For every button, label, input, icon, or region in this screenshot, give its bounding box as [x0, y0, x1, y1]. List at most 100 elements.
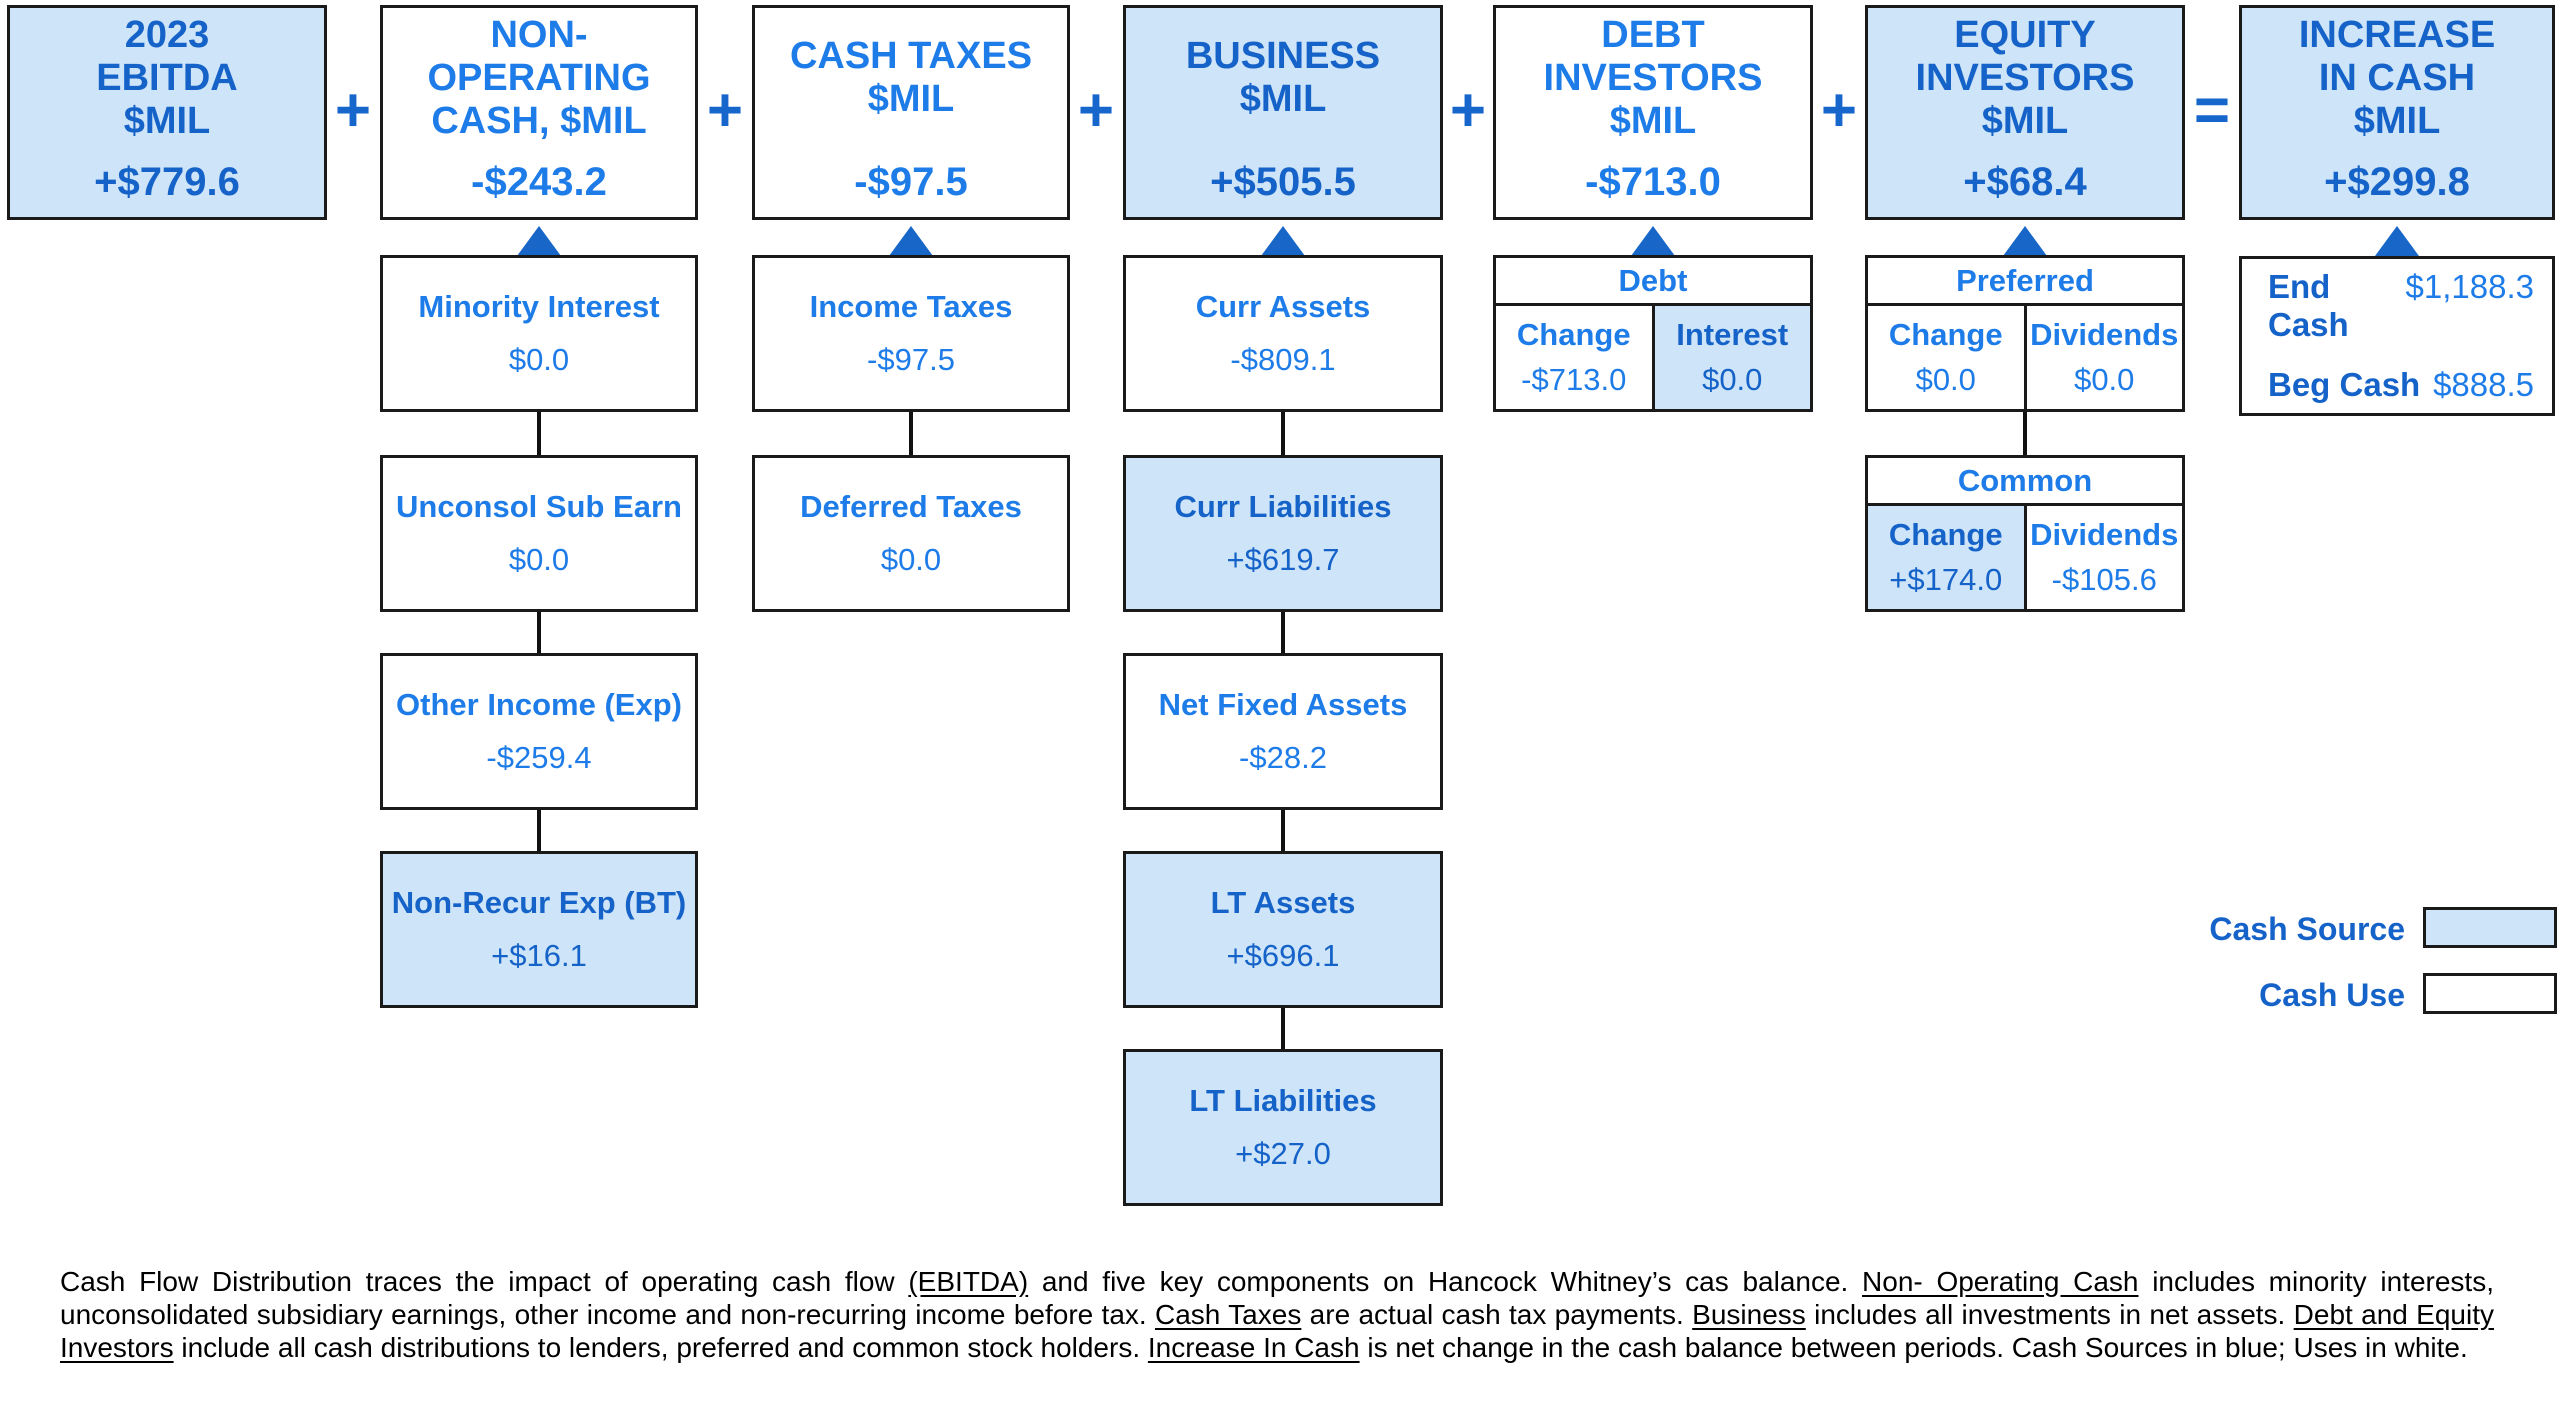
non-operating-cash-box: NON- OPERATING CASH, $MIL -$243.2 — [380, 5, 698, 220]
debt-change-label: Change — [1516, 317, 1631, 352]
preferred-dividends-label: Dividends — [2030, 317, 2179, 352]
equals-operator: = — [2193, 76, 2231, 145]
non-operating-cash-value: -$243.2 — [471, 160, 607, 204]
ebitda-title: 2023 EBITDA $MIL — [96, 13, 238, 142]
common-change-cell: Change +$174.0 — [1868, 506, 2027, 609]
end-cash-row: End Cash $1,188.3 — [2268, 268, 2534, 344]
cash-taxes-value: -$97.5 — [854, 160, 968, 204]
equity-investors-box: EQUITY INVESTORS $MIL +$68.4 — [1865, 5, 2185, 220]
net-fixed-assets-label: Net Fixed Assets — [1158, 687, 1408, 722]
lt-liabilities-label: LT Liabilities — [1189, 1083, 1377, 1118]
connector-line — [2023, 412, 2027, 455]
lt-liabilities-box: LT Liabilities +$27.0 — [1123, 1049, 1443, 1206]
preferred-dividends-value: $0.0 — [2074, 362, 2135, 397]
plus-operator-3: + — [1077, 76, 1115, 145]
connector-line — [1281, 412, 1285, 455]
connector-line — [1281, 612, 1285, 653]
beg-cash-row: Beg Cash $888.5 — [2268, 366, 2534, 404]
non-recur-exp-box: Non-Recur Exp (BT) +$16.1 — [380, 851, 698, 1008]
preferred-change-cell: Change $0.0 — [1868, 306, 2027, 409]
curr-liabilities-value: +$619.7 — [1226, 542, 1340, 577]
increase-in-cash-value: +$299.8 — [2324, 160, 2470, 204]
arrow-up-icon — [2375, 226, 2419, 256]
lt-assets-value: +$696.1 — [1226, 938, 1340, 973]
arrow-up-icon — [2003, 226, 2047, 256]
legend-cash-use-swatch — [2423, 973, 2557, 1014]
common-dividends-value: -$105.6 — [2051, 562, 2157, 597]
arrow-up-icon — [1261, 226, 1305, 256]
common-table-header: Common — [1868, 458, 2182, 506]
common-change-value: +$174.0 — [1889, 562, 2003, 597]
curr-assets-box: Curr Assets -$809.1 — [1123, 255, 1443, 412]
other-income-box: Other Income (Exp) -$259.4 — [380, 653, 698, 810]
cash-balance-box: End Cash $1,188.3 Beg Cash $888.5 — [2239, 256, 2555, 416]
legend-cash-source-label: Cash Source — [2209, 911, 2405, 947]
minority-interest-box: Minority Interest $0.0 — [380, 255, 698, 412]
beg-cash-value: $888.5 — [2433, 366, 2534, 403]
other-income-label: Other Income (Exp) — [396, 687, 682, 722]
non-operating-cash-title: NON- OPERATING CASH, $MIL — [427, 13, 651, 142]
debt-table: Debt Change -$713.0 Interest $0.0 — [1493, 255, 1813, 412]
connector-line — [537, 810, 541, 851]
non-recur-exp-label: Non-Recur Exp (BT) — [391, 885, 687, 920]
preferred-change-value: $0.0 — [1915, 362, 1976, 397]
common-dividends-cell: Dividends -$105.6 — [2026, 506, 2182, 609]
net-fixed-assets-value: -$28.2 — [1239, 740, 1327, 775]
debt-change-value: -$713.0 — [1521, 362, 1627, 397]
debt-investors-value: -$713.0 — [1585, 160, 1721, 204]
net-fixed-assets-box: Net Fixed Assets -$28.2 — [1123, 653, 1443, 810]
cash-taxes-title: CASH TAXES $MIL — [789, 35, 1033, 120]
arrow-up-icon — [889, 226, 933, 256]
preferred-table: Preferred Change $0.0 Dividends $0.0 — [1865, 255, 2185, 412]
curr-assets-value: -$809.1 — [1230, 342, 1336, 377]
minority-interest-value: $0.0 — [508, 342, 570, 377]
end-cash-value: $1,188.3 — [2405, 268, 2534, 305]
connector-line — [909, 412, 913, 455]
end-cash-label: End Cash — [2268, 268, 2349, 343]
increase-in-cash-title: INCREASE IN CASH $MIL — [2298, 13, 2496, 142]
curr-liabilities-label: Curr Liabilities — [1174, 489, 1392, 524]
deferred-taxes-box: Deferred Taxes $0.0 — [752, 455, 1070, 612]
plus-operator-1: + — [334, 76, 372, 145]
connector-line — [1281, 810, 1285, 851]
debt-change-cell: Change -$713.0 — [1496, 306, 1655, 409]
debt-investors-title: DEBT INVESTORS $MIL — [1543, 13, 1763, 142]
footnote: Cash Flow Distribution traces the impact… — [60, 1266, 2494, 1363]
business-value: +$505.5 — [1210, 160, 1356, 204]
beg-cash-label: Beg Cash — [2268, 366, 2421, 403]
plus-operator-5: + — [1820, 76, 1858, 145]
connector-line — [1281, 1008, 1285, 1049]
common-table: Common Change +$174.0 Dividends -$105.6 — [1865, 455, 2185, 612]
debt-interest-value: $0.0 — [1702, 362, 1763, 397]
debt-interest-cell: Interest $0.0 — [1654, 306, 1810, 409]
lt-assets-box: LT Assets +$696.1 — [1123, 851, 1443, 1008]
unconsol-sub-earn-label: Unconsol Sub Earn — [396, 489, 682, 524]
unconsol-sub-earn-value: $0.0 — [508, 542, 570, 577]
common-change-label: Change — [1888, 517, 2003, 552]
other-income-value: -$259.4 — [486, 740, 592, 775]
ebitda-box: 2023 EBITDA $MIL +$779.6 — [7, 5, 327, 220]
plus-operator-4: + — [1449, 76, 1487, 145]
ebitda-value: +$779.6 — [94, 160, 240, 204]
connector-line — [537, 412, 541, 455]
business-title: BUSINESS $MIL — [1185, 35, 1381, 120]
minority-interest-label: Minority Interest — [418, 289, 660, 324]
connector-line — [537, 612, 541, 653]
legend-cash-use-label: Cash Use — [2259, 977, 2405, 1013]
income-taxes-box: Income Taxes -$97.5 — [752, 255, 1070, 412]
debt-table-header: Debt — [1496, 258, 1810, 306]
income-taxes-label: Income Taxes — [809, 289, 1013, 324]
unconsol-sub-earn-box: Unconsol Sub Earn $0.0 — [380, 455, 698, 612]
arrow-up-icon — [1631, 226, 1675, 256]
equity-investors-value: +$68.4 — [1963, 160, 2087, 204]
income-taxes-value: -$97.5 — [867, 342, 955, 377]
common-dividends-label: Dividends — [2030, 517, 2179, 552]
curr-assets-label: Curr Assets — [1195, 289, 1371, 324]
plus-operator-2: + — [706, 76, 744, 145]
arrow-up-icon — [517, 226, 561, 256]
debt-investors-box: DEBT INVESTORS $MIL -$713.0 — [1493, 5, 1813, 220]
deferred-taxes-label: Deferred Taxes — [800, 489, 1022, 524]
equity-investors-title: EQUITY INVESTORS $MIL — [1915, 13, 2135, 142]
cash-taxes-box: CASH TAXES $MIL -$97.5 — [752, 5, 1070, 220]
